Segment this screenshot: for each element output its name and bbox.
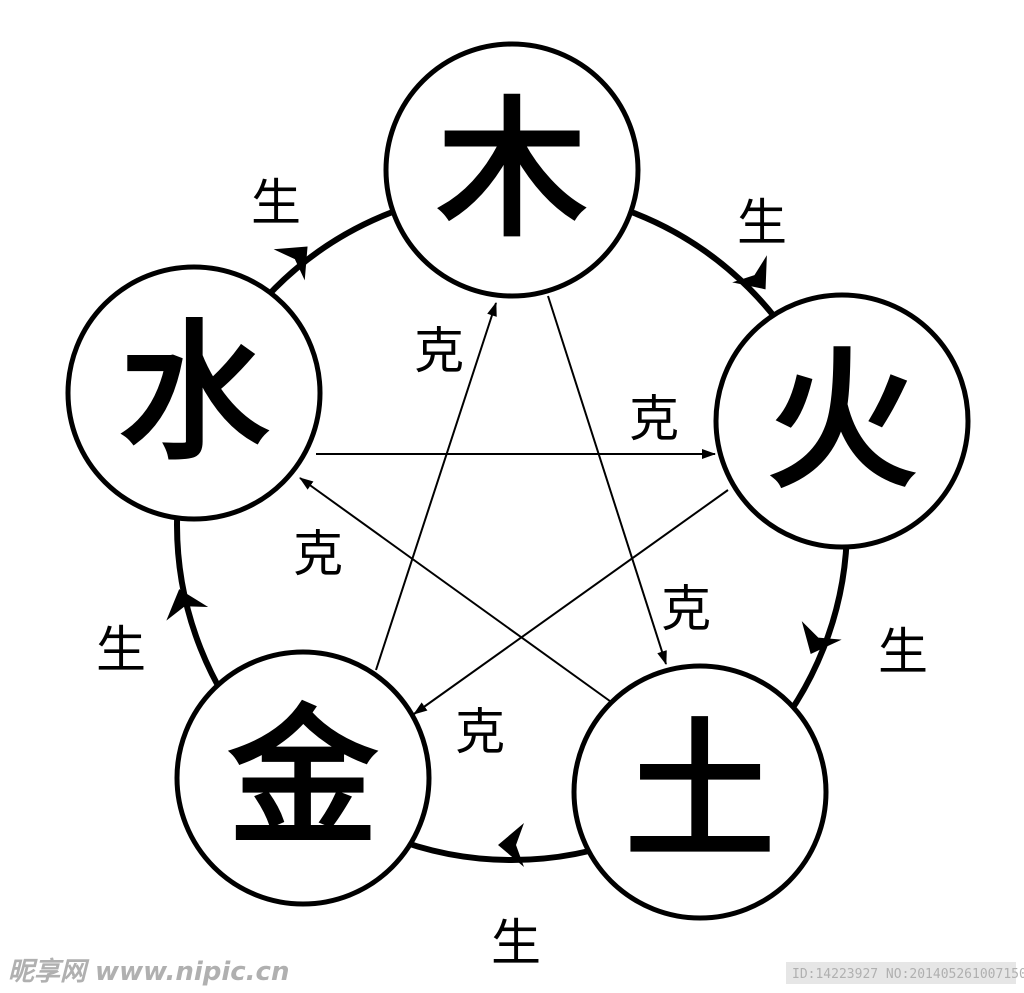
node-wood-circle [383, 41, 641, 299]
node-fire: 火 [713, 292, 971, 550]
controlling-label-fire-metal: 克 [455, 703, 505, 761]
node-metal: 金 [174, 649, 432, 907]
node-wood: 木 [383, 41, 641, 299]
generating-arrow-earth-metal [498, 823, 524, 867]
watermark-right-text: ID:14223927 NO:20140526100715005000 [792, 967, 1024, 982]
watermark-left-text: 昵享网 www.nipic.cn [8, 957, 289, 987]
node-wood-label: 木 [437, 84, 587, 258]
node-fire-label: 火 [767, 335, 917, 509]
node-water-circle [65, 264, 323, 522]
generating-label-fire-earth: 生 [878, 623, 928, 681]
element-nodes: 木火土 金 水 [65, 41, 971, 921]
generating-label-earth-metal: 生 [491, 914, 541, 972]
controlling-label-metal-wood: 克 [414, 322, 464, 380]
node-fire-circle [713, 292, 971, 550]
generating-arrow-metal-water [166, 589, 209, 621]
controlling-line-metal-wood [375, 302, 497, 671]
controlling-line-wood-earth [547, 295, 667, 665]
controlling-label-water-fire: 克 [629, 390, 679, 448]
watermark-left: 昵享网 www.nipic.cn [8, 957, 289, 987]
node-earth-circle [571, 663, 829, 921]
watermark-right: ID:14223927 NO:20140526100715005000 [786, 962, 1024, 984]
node-water: 水 [65, 264, 323, 522]
generating-arrow-wood-fire [732, 255, 767, 290]
controlling-line-fire-metal [413, 489, 729, 715]
node-earth: 土 [571, 663, 829, 921]
generating-label-metal-water: 生 [96, 621, 146, 679]
node-water-label: 水 [119, 307, 270, 481]
controlling-label-earth-water: 克 [293, 525, 343, 583]
node-earth-label: 土 [625, 706, 775, 880]
controlling-cycle-lines [299, 295, 729, 715]
generating-label-wood-fire: 生 [737, 194, 787, 252]
generating-cycle-arrows [166, 246, 842, 867]
controlling-label-wood-earth: 克 [661, 580, 711, 638]
generating-arrow-water-wood [273, 246, 308, 281]
generating-arrow-fire-earth [801, 621, 842, 654]
generating-label-water-wood: 生 [251, 174, 301, 232]
node-metal-label: 金 [227, 692, 379, 866]
node-metal-circle [174, 649, 432, 907]
controlling-line-earth-water [299, 477, 615, 705]
